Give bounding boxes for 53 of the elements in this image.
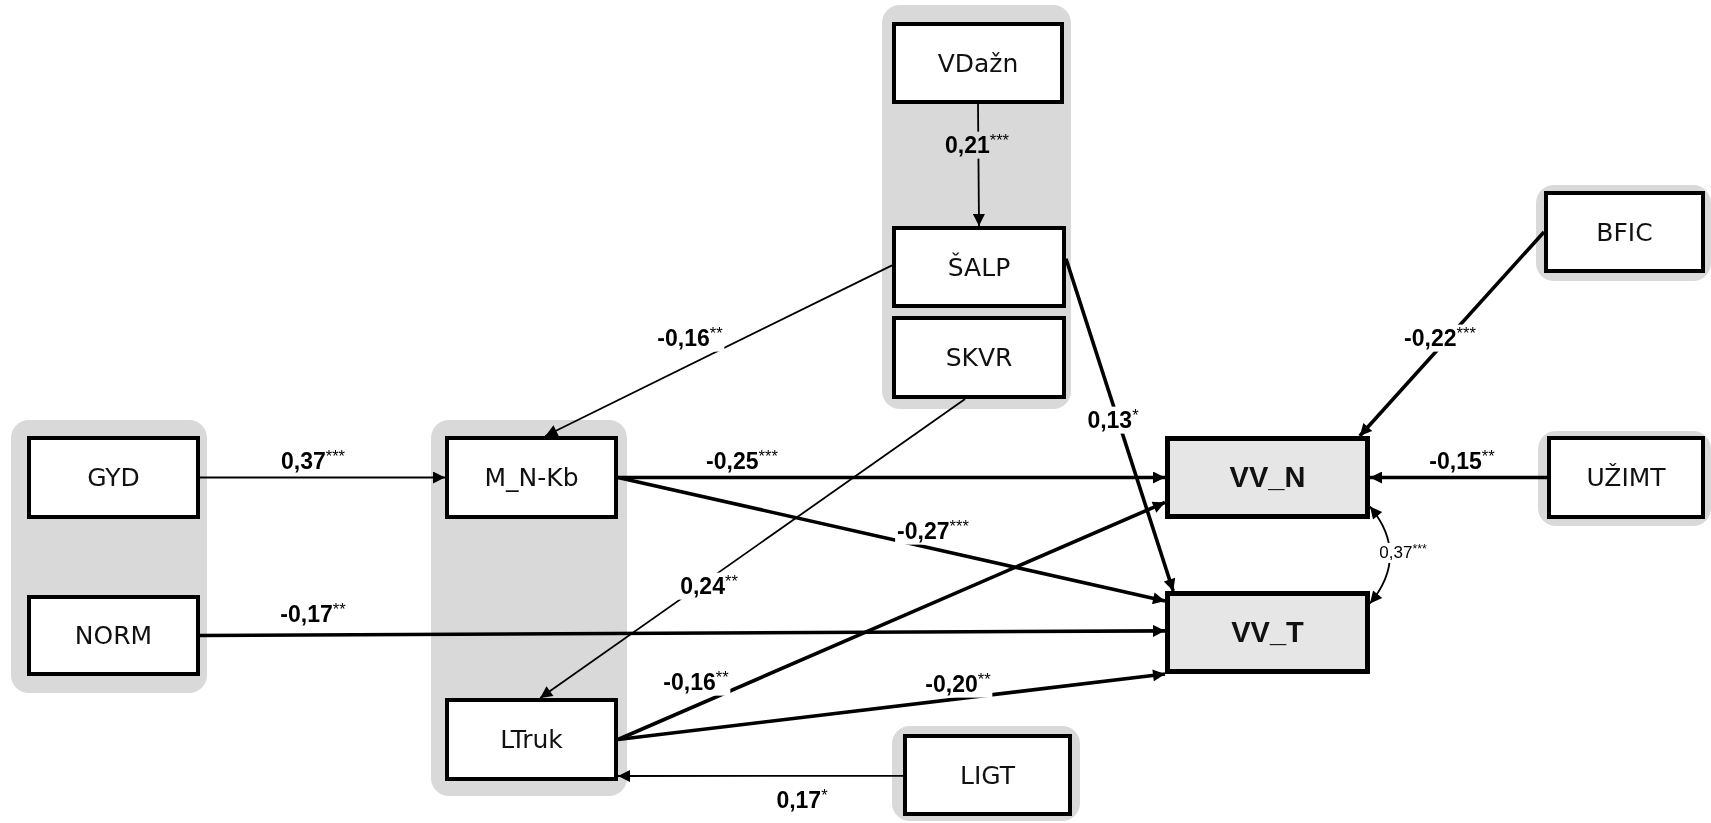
variable-box [892,226,1066,308]
variable-box [892,22,1064,104]
path-coefficient: 0,17$^{*}$ [774,786,830,814]
path-arrow [1064,258,1176,592]
variable-box [27,595,200,676]
variable-name: VV_T [1231,616,1304,649]
path-arrow [200,624,1165,638]
group-band [882,5,1071,409]
path-coefficient: 0,37$^{***}$ [1377,542,1429,564]
path-coefficient: -0,25$^{***}$ [704,447,780,475]
path-coefficient: -0,27$^{***}$ [895,517,971,545]
variable-name: GYD [87,463,140,492]
group-band [11,420,207,693]
variable-name: NORM [74,621,153,650]
path-coefficient: -0,22$^{***}$ [1402,324,1478,352]
path-coefficient: 0,21$^{***}$ [942,131,1012,159]
path-coefficient: 0,24$^{**}$ [678,572,740,600]
path-arrow [1370,471,1547,484]
path-arrow [539,398,966,699]
path-arrow [617,770,904,782]
variable-name: VV_N [1229,461,1306,494]
variable-name: LIGT [959,760,1016,790]
path-coefficient: -0,15$^{**}$ [1427,447,1497,475]
variable-box [892,316,1066,399]
variable-name: UŽIMT [1586,463,1666,492]
variable-name: M_N-Kb [484,463,579,492]
variable-box [1547,436,1705,519]
path-coefficient: -0,16$^{**}$ [655,324,725,352]
variable-name: ŠALP [947,252,1011,282]
variable-box [903,734,1072,816]
variable-box [27,436,200,519]
path-arrow [617,475,1166,605]
path-coefficient: -0,17$^{**}$ [278,600,348,628]
variable-name: LTruk [500,725,563,754]
variable-box [1544,191,1705,273]
variable-name: VDažn [937,48,1019,78]
path-arrow [199,471,446,484]
path-coefficient: 0,37$^{***}$ [278,447,348,475]
path-coefficient: 0,13$^{*}$ [1085,406,1141,434]
path-arrow [544,264,893,437]
variable-name: SKVR [945,343,1013,372]
variable-box [445,436,618,519]
group-band [1538,431,1711,526]
variable-box [1165,591,1370,674]
variable-box [445,698,618,781]
group-band [1536,185,1711,281]
path-coefficient: -0,16$^{**}$ [661,668,731,696]
variable-name: BFIC [1596,217,1653,247]
path-arrow [617,669,1166,742]
group-band [431,420,627,796]
variable-box [1165,436,1370,519]
group-band [892,726,1080,821]
path-coefficient: -0,20$^{**}$ [923,670,993,698]
